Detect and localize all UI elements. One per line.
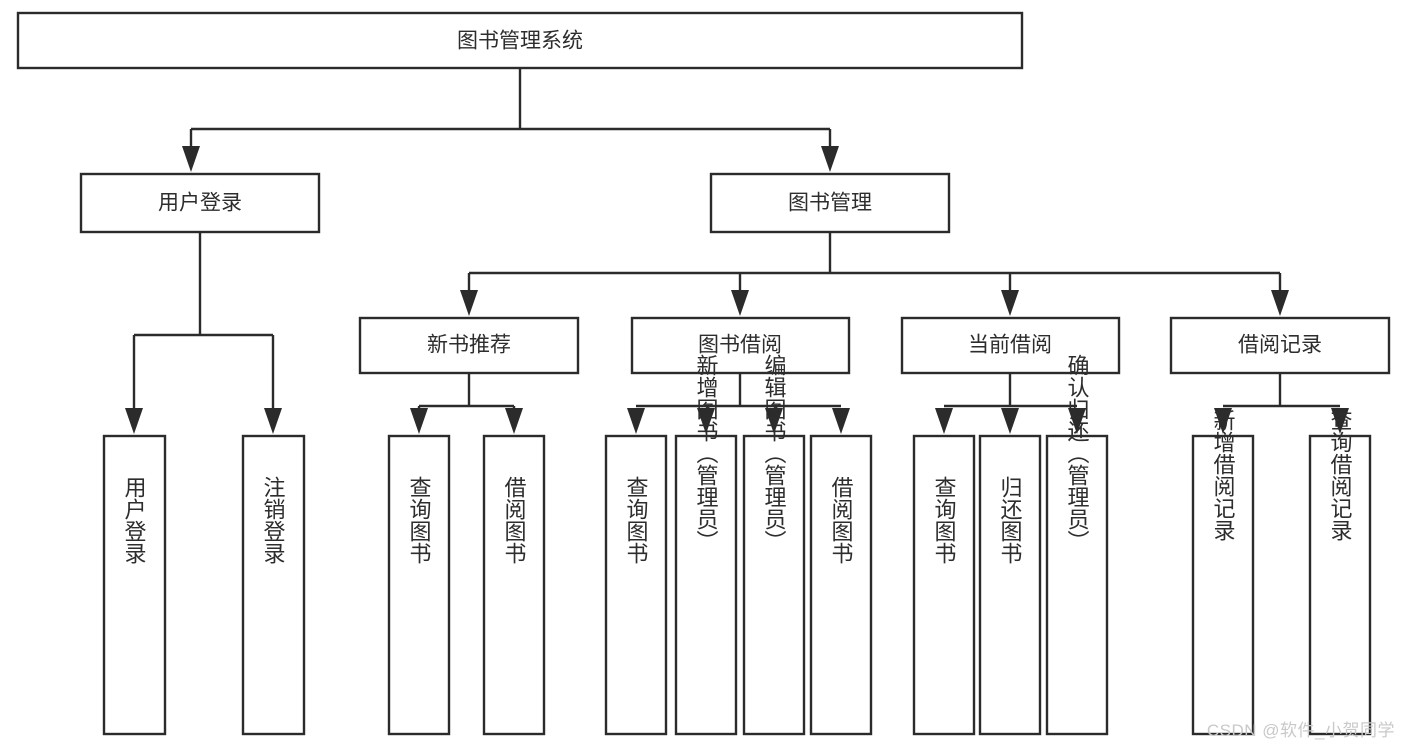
leaf-current-borrow-3-box[interactable] bbox=[1045, 434, 1109, 736]
leaf-borrow-record-1-box[interactable] bbox=[1191, 434, 1255, 736]
arrow-head-to-current-borrow bbox=[1001, 290, 1019, 316]
leaf-book-borrow-2[interactable]: 新增图书（管理员） bbox=[674, 354, 738, 736]
leaf-book-borrow-3-label: 编辑图书（管理员） bbox=[762, 354, 787, 552]
node-root-system[interactable]: 图书管理系统 bbox=[16, 11, 1024, 70]
node-borrow-record-label: 借阅记录 bbox=[1238, 334, 1322, 357]
node-borrow-record-box[interactable] bbox=[1169, 316, 1391, 375]
connector-borrow-record-to-leaves bbox=[1214, 373, 1349, 434]
leaf-book-borrow-4[interactable]: 借阅图书 bbox=[809, 434, 873, 736]
arrow-head-to-book-manage bbox=[821, 146, 839, 172]
leaf-current-borrow-1[interactable]: 查询图书 bbox=[912, 434, 976, 736]
connector-book-borrow-to-leaves bbox=[627, 373, 850, 434]
leaf-current-borrow-3-label: 确认归还（管理员） bbox=[1065, 354, 1090, 552]
connector-book-management-to-level3 bbox=[460, 232, 1289, 316]
leaf-book-borrow-1-box[interactable] bbox=[604, 434, 668, 736]
node-current-borrow-box[interactable] bbox=[900, 316, 1121, 375]
leaf-user-login-1[interactable]: 用户登录 bbox=[102, 434, 167, 736]
node-book-management-label: 图书管理 bbox=[788, 192, 872, 215]
arrow-head-currentborrow-leaf-3 bbox=[1068, 408, 1086, 434]
node-new-book-recommend-label: 新书推荐 bbox=[427, 334, 511, 357]
node-user-login-label: 用户登录 bbox=[158, 192, 242, 215]
node-book-borrow[interactable]: 图书借阅 bbox=[630, 316, 851, 375]
arrow-head-borrowrecord-leaf-2 bbox=[1331, 408, 1349, 434]
leaf-new-book-1-box[interactable] bbox=[387, 434, 451, 736]
connector-user-login-to-leaves bbox=[125, 232, 282, 434]
arrow-head-currentborrow-leaf-1 bbox=[935, 408, 953, 434]
leaf-borrow-record-2-box[interactable] bbox=[1308, 434, 1372, 736]
leaf-new-book-2-box[interactable] bbox=[482, 434, 546, 736]
arrow-head-bookborrow-leaf-1 bbox=[627, 408, 645, 434]
arrow-head-newbook-leaf-1 bbox=[410, 408, 428, 434]
leaf-user-login-2[interactable]: 注销登录 bbox=[241, 434, 306, 736]
leaf-current-borrow-1-box[interactable] bbox=[912, 434, 976, 736]
arrow-head-user-leaf-1 bbox=[125, 408, 143, 434]
leaf-new-book-1-label: 查询图书 bbox=[407, 476, 432, 564]
arrow-head-bookborrow-leaf-2 bbox=[697, 408, 715, 434]
node-new-book-recommend[interactable]: 新书推荐 bbox=[358, 316, 580, 375]
node-book-management[interactable]: 图书管理 bbox=[709, 172, 951, 234]
leaf-book-borrow-1-label: 查询图书 bbox=[624, 476, 649, 564]
node-book-borrow-box[interactable] bbox=[630, 316, 851, 375]
leaf-user-login-2-box[interactable] bbox=[241, 434, 306, 736]
arrow-head-to-book-borrow bbox=[731, 290, 749, 316]
arrow-head-newbook-leaf-2 bbox=[505, 408, 523, 434]
node-borrow-record[interactable]: 借阅记录 bbox=[1169, 316, 1391, 375]
arrow-head-to-borrow-record bbox=[1271, 290, 1289, 316]
node-book-management-box[interactable] bbox=[709, 172, 951, 234]
leaf-book-borrow-4-box[interactable] bbox=[809, 434, 873, 736]
leaf-current-borrow-3[interactable]: 确认归还（管理员） bbox=[1045, 354, 1109, 736]
arrow-head-bookborrow-leaf-3 bbox=[765, 408, 783, 434]
leaf-borrow-record-1-label: 新增借阅记录 bbox=[1211, 409, 1236, 541]
leaf-book-borrow-3-box[interactable] bbox=[742, 434, 806, 736]
leaf-book-borrow-2-label: 新增图书（管理员） bbox=[694, 354, 719, 552]
leaf-new-book-2[interactable]: 借阅图书 bbox=[482, 434, 546, 736]
leaf-current-borrow-1-label: 查询图书 bbox=[932, 476, 957, 564]
leaf-book-borrow-4-label: 借阅图书 bbox=[829, 476, 854, 564]
leaf-current-borrow-2[interactable]: 归还图书 bbox=[978, 434, 1042, 736]
node-current-borrow[interactable]: 当前借阅 bbox=[900, 316, 1121, 375]
node-book-borrow-label: 图书借阅 bbox=[698, 334, 782, 357]
leaf-borrow-record-2-label: 查询借阅记录 bbox=[1328, 409, 1353, 541]
leaf-book-borrow-3[interactable]: 编辑图书（管理员） bbox=[742, 354, 806, 736]
arrow-head-to-user-login bbox=[182, 146, 200, 172]
connector-root-to-level2 bbox=[182, 68, 839, 172]
node-root-system-label: 图书管理系统 bbox=[457, 30, 583, 53]
connector-new-book-to-leaves bbox=[410, 373, 523, 434]
leaf-current-borrow-2-box[interactable] bbox=[978, 434, 1042, 736]
arrow-head-bookborrow-leaf-4 bbox=[832, 408, 850, 434]
node-new-book-recommend-box[interactable] bbox=[358, 316, 580, 375]
connector-current-borrow-to-leaves bbox=[935, 373, 1086, 434]
node-root-system-box[interactable] bbox=[16, 11, 1024, 70]
leaf-new-book-1[interactable]: 查询图书 bbox=[387, 434, 451, 736]
leaf-current-borrow-2-label: 归还图书 bbox=[998, 476, 1023, 564]
leaf-borrow-record-1[interactable]: 新增借阅记录 bbox=[1191, 409, 1255, 736]
leaf-user-login-2-label: 注销登录 bbox=[261, 476, 286, 564]
leaf-book-borrow-1[interactable]: 查询图书 bbox=[604, 434, 668, 736]
arrow-head-currentborrow-leaf-2 bbox=[1001, 408, 1019, 434]
leaf-user-login-1-box[interactable] bbox=[102, 434, 167, 736]
arrow-head-to-new-book bbox=[460, 290, 478, 316]
arrow-head-user-leaf-2 bbox=[264, 408, 282, 434]
leaf-user-login-1-label: 用户登录 bbox=[122, 476, 147, 564]
arrow-head-borrowrecord-leaf-1 bbox=[1214, 408, 1232, 434]
leaf-new-book-2-label: 借阅图书 bbox=[502, 476, 527, 564]
leaf-book-borrow-2-box[interactable] bbox=[674, 434, 738, 736]
leaf-borrow-record-2[interactable]: 查询借阅记录 bbox=[1308, 409, 1372, 736]
node-user-login[interactable]: 用户登录 bbox=[79, 172, 321, 234]
node-current-borrow-label: 当前借阅 bbox=[968, 334, 1052, 357]
